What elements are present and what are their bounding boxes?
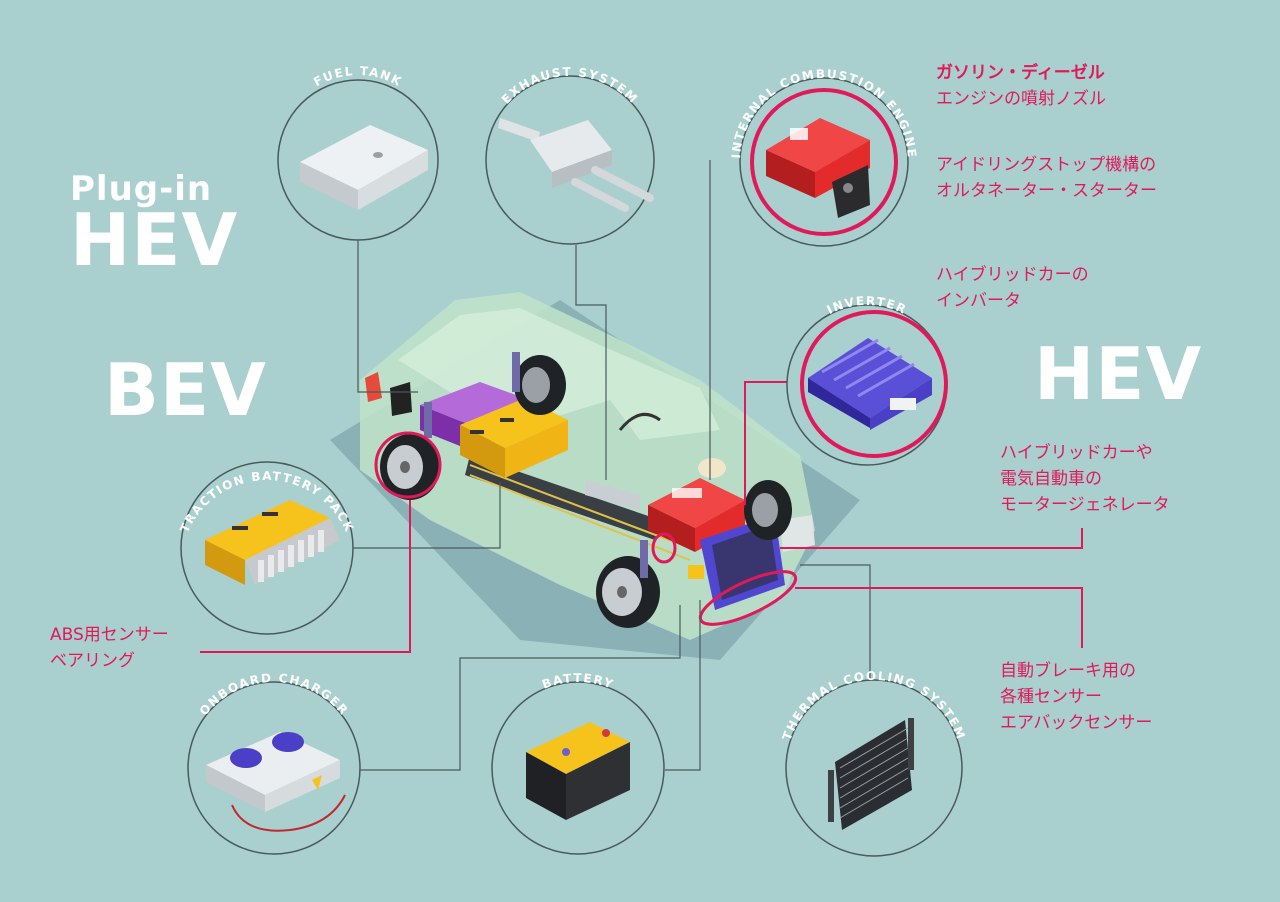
traction-battery-icon <box>205 500 340 585</box>
front-sensor-ring <box>651 532 677 564</box>
cooling-system-icon <box>828 718 914 830</box>
note-motor-line-1: ハイブリッドカーや <box>1000 443 1153 463</box>
battery-callout: BATTERY <box>491 671 665 855</box>
battery-icon <box>526 722 630 820</box>
hev-label: HEV <box>1034 332 1203 416</box>
bev-label: BEV <box>104 348 267 432</box>
bumper-sensor-ring <box>698 570 798 626</box>
note-brake-line-2: 各種センサー <box>1000 687 1102 707</box>
cooling-system-callout: THERMAL COOLING SYSTEM <box>780 669 967 857</box>
inverter-callout: INVERTER <box>786 294 948 466</box>
exhaust-system-callout: EXHAUST SYSTEM <box>485 65 655 245</box>
note-brake-line-3: エアバックセンサー <box>1000 713 1153 733</box>
note-engine: ガソリン・ディーゼル エンジンの噴射ノズル <box>936 60 1106 112</box>
note-abs-line-2: ベアリング <box>50 651 135 671</box>
traction-battery-callout: TRACTION BATTERY PACK <box>177 461 355 635</box>
note-engine-line-1: ガソリン・ディーゼル <box>936 63 1105 83</box>
abs-highlight-ring <box>374 431 442 499</box>
note-idling-line-1: アイドリングストップ機構の <box>936 155 1157 175</box>
note-abs-line-1: ABS用センサー <box>50 625 169 645</box>
shock-left <box>424 402 432 438</box>
note-auto-brake: 自動ブレーキ用の 各種センサー エアバックセンサー <box>1000 658 1152 736</box>
plugin-hev-label: Plug-in HEV <box>70 172 238 276</box>
wheel-front-left <box>596 556 660 628</box>
wheel-rear-right <box>514 355 566 415</box>
onboard-charger-icon <box>206 732 346 832</box>
note-inverter: ハイブリッドカーの インバータ <box>936 262 1089 314</box>
note-idling-line-2: オルタネーター・スターター <box>936 181 1157 201</box>
accent-lines <box>200 381 1083 653</box>
note-idling-stop: アイドリングストップ機構の オルタネーター・スターター <box>936 152 1157 204</box>
plugin-line-1: Plug-in <box>70 169 213 209</box>
exhaust-pipe <box>585 480 640 510</box>
onboard-charger-callout: ONBOARD CHARGER <box>187 671 361 855</box>
battery-label: BATTERY <box>540 671 616 692</box>
wheel-front-right <box>744 480 792 540</box>
car-engine <box>648 458 785 610</box>
inverter-icon <box>808 338 932 430</box>
note-brake-line-1: 自動ブレーキ用の <box>1000 661 1136 681</box>
note-motor-line-3: モータージェネレータ <box>1000 495 1170 515</box>
plugin-line-2: HEV <box>70 198 239 282</box>
shock-front <box>640 540 648 578</box>
note-inverter-line-2: インバータ <box>936 291 1021 311</box>
fuel-tank-callout: FUEL TANK <box>277 64 439 241</box>
wheel-rear-left <box>380 434 440 500</box>
note-inverter-line-1: ハイブリッドカーの <box>936 265 1089 285</box>
shock-rear <box>512 352 520 392</box>
note-abs: ABS用センサー ベアリング <box>50 622 169 674</box>
fuel-tank-icon <box>300 125 428 190</box>
note-motor-line-2: 電気自動車の <box>1000 469 1102 489</box>
exhaust-icon <box>498 118 654 212</box>
note-motor-generator: ハイブリッドカーや 電気自動車の モータージェネレータ <box>1000 440 1170 518</box>
connector-lines <box>350 160 871 771</box>
note-engine-line-2: エンジンの噴射ノズル <box>936 89 1106 109</box>
engine-icon <box>766 118 870 218</box>
engine-callout: INTERNAL COMBUSTION ENGINE <box>729 67 918 247</box>
